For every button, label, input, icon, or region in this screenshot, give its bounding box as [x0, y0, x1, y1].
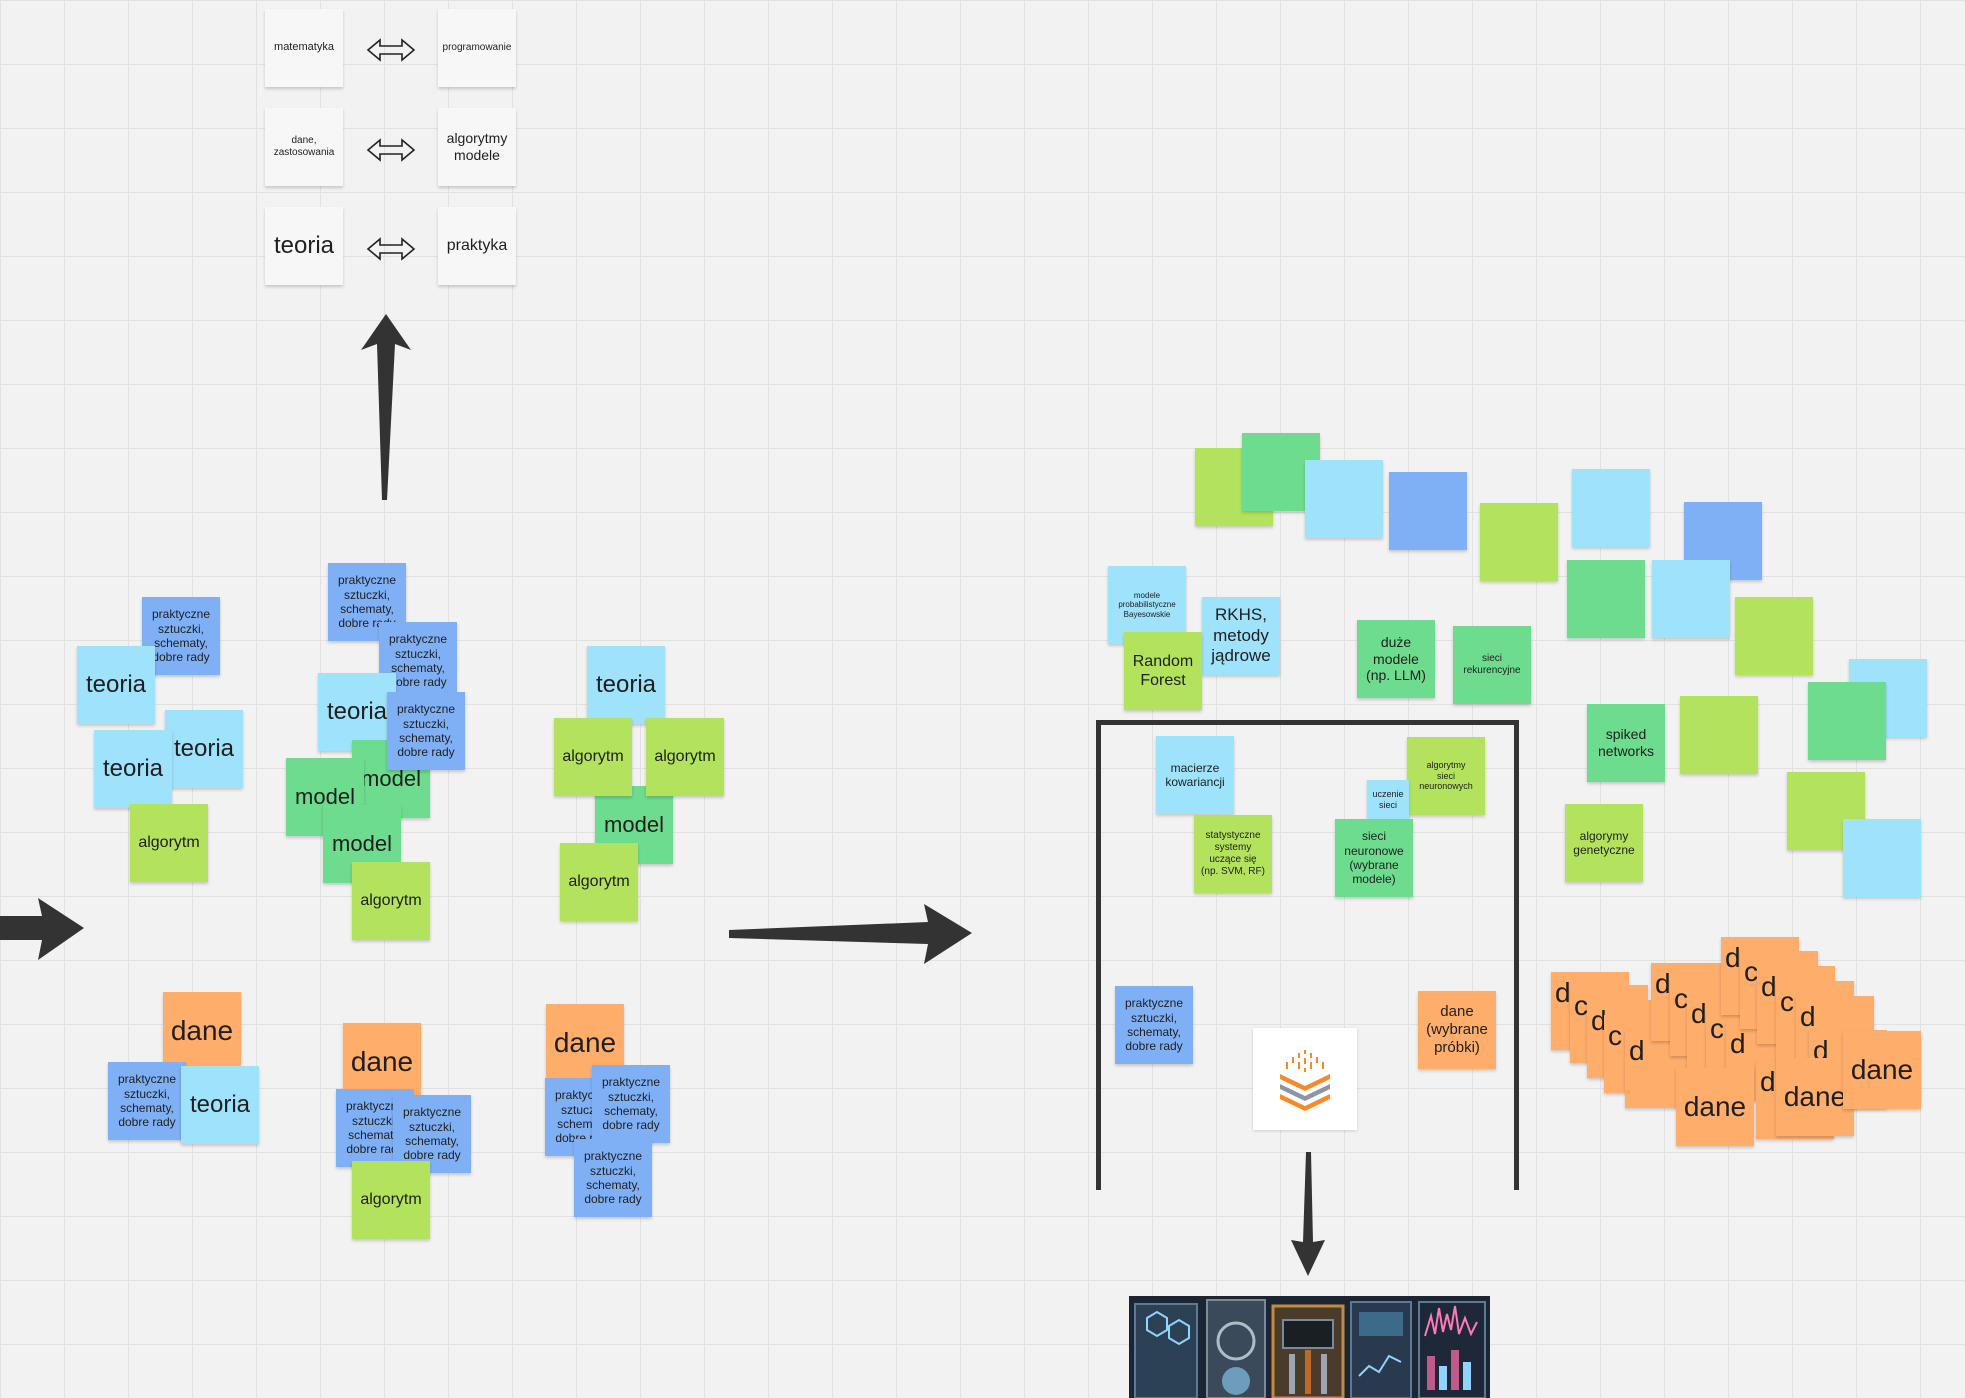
sticky-duze-modele[interactable]: duże modele (np. LLM)	[1357, 620, 1435, 698]
card-programowanie[interactable]: programowanie	[438, 9, 516, 87]
card-algorytmy-modele[interactable]: algorytmy modele	[438, 108, 516, 186]
sticky-praktyczne[interactable]: praktyczne sztuczki, schematy, dobre rad…	[592, 1065, 670, 1143]
sticky-teoria[interactable]: teoria	[318, 673, 396, 751]
sticky-teoria[interactable]: teoria	[165, 710, 243, 788]
sticky-algorytm[interactable]: algorytm	[554, 718, 632, 796]
sticky-teoria[interactable]: teoria	[94, 730, 172, 808]
sticky-blank[interactable]	[1843, 819, 1921, 897]
sticky-modele-probabilistyczne[interactable]: modele probabilistyczne Bayesowskie	[1108, 566, 1186, 644]
right-arrow-icon	[0, 898, 84, 960]
sticky-praktyczne[interactable]: praktyczne sztuczki, schematy, dobre rad…	[393, 1095, 471, 1173]
card-praktyka[interactable]: praktyka	[438, 207, 516, 285]
sticky-rkhs[interactable]: RKHS, metody jądrowe	[1202, 597, 1280, 675]
double-arrow-icon	[366, 38, 416, 62]
sticky-dane[interactable]: dane	[1843, 1031, 1921, 1109]
sticky-spiked-networks[interactable]: spiked networks	[1587, 704, 1665, 782]
sticky-dane[interactable]: dane	[163, 992, 241, 1070]
layers-logo-icon	[1280, 1050, 1330, 1111]
sticky-praktyczne[interactable]: praktyczne sztuczki, schematy, dobre rad…	[108, 1062, 186, 1140]
sticky-dane[interactable]: dane	[1776, 1058, 1854, 1136]
sticky-algorytm[interactable]: algorytm	[646, 718, 724, 796]
sticky-algorytm[interactable]: algorytm	[130, 804, 208, 882]
double-arrow-icon	[366, 237, 416, 261]
sticky-dane[interactable]: dane	[343, 1023, 421, 1101]
sticky-teoria[interactable]: teoria	[181, 1066, 259, 1144]
sticky-blank[interactable]	[1567, 560, 1645, 638]
sticky-praktyczne[interactable]: praktyczne sztuczki, schematy, dobre rad…	[1115, 986, 1193, 1064]
sticky-blank[interactable]	[1389, 472, 1467, 550]
card-dane-zastosowania[interactable]: dane, zastosowania	[265, 108, 343, 186]
sticky-teoria[interactable]: teoria	[587, 646, 665, 724]
sticky-uczenie-sieci[interactable]: uczenie sieci	[1367, 780, 1409, 820]
sticky-statystyczne-systemy[interactable]: statystyczne systemy uczące się (np. SVM…	[1194, 815, 1272, 893]
down-arrow-icon	[1291, 1152, 1325, 1276]
sticky-blank[interactable]	[1652, 560, 1730, 638]
tech-illustration-graphic	[1129, 1296, 1490, 1398]
sticky-blank[interactable]	[1572, 469, 1650, 547]
sticky-praktyczne[interactable]: praktyczne sztuczki, schematy, dobre rad…	[142, 597, 220, 675]
card-teoria[interactable]: teoria	[265, 207, 343, 285]
sticky-algorytmy-sieci[interactable]: algorytmy sieci neuronowych	[1407, 737, 1485, 815]
tech-illustration-image[interactable]	[1129, 1296, 1490, 1398]
sticky-algorytm[interactable]: algorytm	[352, 862, 430, 940]
sticky-blank[interactable]	[1305, 460, 1383, 538]
sticky-algorytmy-genetyczne[interactable]: algorymy genetyczne	[1565, 804, 1643, 882]
sticky-dane[interactable]: dane	[1676, 1068, 1754, 1146]
sticky-algorytm[interactable]: algorytm	[352, 1161, 430, 1239]
double-arrow-icon	[366, 138, 416, 162]
sticky-algorytm[interactable]: algorytm	[560, 843, 638, 921]
sticky-blank[interactable]	[1735, 597, 1813, 675]
right-arrow-icon	[729, 904, 972, 964]
sticky-macierze-kowariancji[interactable]: macierze kowariancji	[1156, 736, 1234, 814]
up-arrow-icon	[361, 314, 411, 500]
sticky-sieci-neuronowe[interactable]: sieci neuronowe (wybrane modele)	[1335, 819, 1413, 897]
sticky-blank[interactable]	[1808, 682, 1886, 760]
frame-bracket[interactable]	[1096, 720, 1519, 1190]
sticky-dane-wybrane[interactable]: dane (wybrane próbki)	[1418, 991, 1496, 1069]
sticky-random-forest[interactable]: Random Forest	[1124, 632, 1202, 710]
sticky-sieci-rekurencyjne[interactable]: sieci rekurencyjne	[1453, 626, 1531, 704]
sticky-praktyczne[interactable]: praktyczne sztuczki, schematy, dobre rad…	[574, 1139, 652, 1217]
sticky-blank[interactable]	[1480, 503, 1558, 581]
sticky-praktyczne[interactable]: praktyczne sztuczki, schematy, dobre rad…	[387, 692, 465, 770]
logo-card[interactable]	[1253, 1028, 1357, 1130]
sticky-teoria[interactable]: teoria	[77, 646, 155, 724]
sticky-blank[interactable]	[1680, 696, 1758, 774]
card-matematyka[interactable]: matematyka	[265, 9, 343, 87]
